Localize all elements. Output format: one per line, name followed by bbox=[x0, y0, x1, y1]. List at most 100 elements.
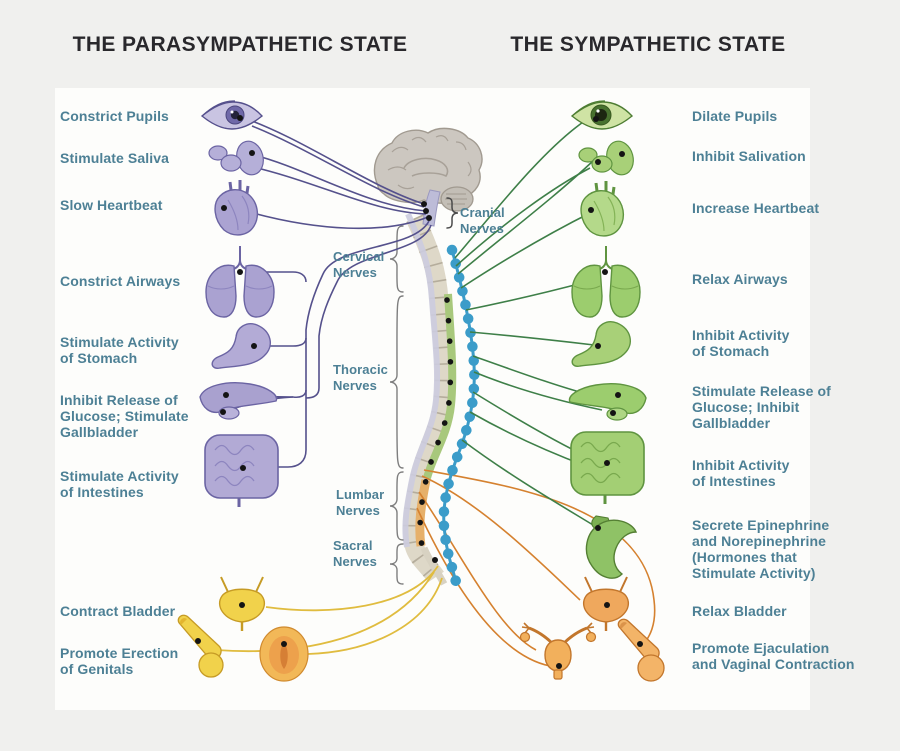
nerve-to-left-salivary bbox=[253, 154, 427, 212]
salivary-nerve-dot-2 bbox=[595, 159, 601, 165]
right-bladder-illustration bbox=[582, 576, 630, 631]
cerebellum-folds bbox=[445, 193, 467, 205]
right-heart-illustration bbox=[580, 181, 625, 237]
right-gallbladder bbox=[606, 407, 628, 421]
penis-nerve-dot bbox=[195, 638, 201, 644]
nerve-to-right-adrenal bbox=[461, 439, 599, 529]
uterus-nerve-dot bbox=[556, 663, 562, 669]
nerve-to-left-salivary-2 bbox=[239, 163, 427, 215]
label-dilate-pupils: Dilate Pupils bbox=[692, 108, 778, 124]
label-slow-heartbeat: Slow Heartbeat bbox=[60, 197, 163, 213]
nerve-to-right-stomach bbox=[469, 331, 595, 346]
sympathetic-chain-illustration bbox=[438, 244, 480, 588]
right-eye-illustration bbox=[570, 100, 634, 130]
nerve-to-left-vulva bbox=[307, 577, 443, 655]
label-thoracic-nerves: Thoracic Nerves bbox=[333, 362, 388, 393]
gallbladder-nerve-dot bbox=[220, 409, 226, 415]
vagus-branch-liver bbox=[229, 389, 307, 399]
nerve-to-left-heart bbox=[241, 209, 429, 230]
cranial-brace bbox=[446, 197, 459, 229]
right-salivary-glands-illustration bbox=[578, 140, 634, 176]
label-contract-bladder: Contract Bladder bbox=[60, 603, 176, 619]
bladder-nerve-dot bbox=[239, 602, 245, 608]
adrenal-nerve-dot bbox=[595, 525, 601, 531]
label-stimulate-intestines: Stimulate Activity of Intestines bbox=[60, 468, 179, 500]
heart-nerve-dot bbox=[588, 207, 594, 213]
corpus-callosum bbox=[403, 157, 449, 178]
vertebral-column bbox=[402, 213, 454, 583]
label-stimulate-saliva: Stimulate Saliva bbox=[60, 150, 169, 166]
nerve-to-left-bladder bbox=[265, 565, 439, 612]
label-stimulate-glucose: Stimulate Release of Glucose; Inhibit Ga… bbox=[692, 383, 831, 431]
right-adrenal-kidney-illustration bbox=[585, 515, 638, 579]
right-stomach-illustration bbox=[571, 321, 632, 367]
right-intestines-illustration bbox=[570, 431, 645, 504]
vulva-nerve-dot bbox=[281, 641, 287, 647]
left-intestines-illustration bbox=[204, 434, 279, 507]
salivary-nerve-dot bbox=[249, 150, 255, 156]
eye-nerve-dot bbox=[237, 115, 243, 121]
nerve-to-right-penis bbox=[423, 469, 656, 649]
lumbar-brace bbox=[389, 471, 404, 541]
liver-nerve-dot bbox=[615, 392, 621, 398]
heart-nerve-dot bbox=[221, 205, 227, 211]
nerve-to-right-liver-2 bbox=[473, 371, 603, 411]
eye-nerve-dot bbox=[593, 116, 599, 122]
label-relax-airways: Relax Airways bbox=[692, 271, 788, 287]
label-lumbar-nerves: Lumbar Nerves bbox=[336, 487, 385, 518]
nerve-to-right-bladder bbox=[421, 475, 581, 601]
parasympathetic-nerve-lines bbox=[227, 117, 432, 468]
nerve-to-right-cervix bbox=[416, 507, 551, 667]
label-constrict-pupils: Constrict Pupils bbox=[60, 108, 169, 124]
left-lungs-illustration bbox=[205, 246, 275, 318]
left-bladder-illustration bbox=[218, 576, 266, 631]
thoracic-green-band bbox=[423, 293, 457, 480]
label-secrete-epinephrine: Secrete Epinephrine and Norepinephrine (… bbox=[692, 517, 830, 581]
right-liver-illustration bbox=[568, 383, 647, 421]
salivary-nerve-dot bbox=[619, 151, 625, 157]
intestines-nerve-dot bbox=[240, 465, 246, 471]
gallbladder-nerve-dot bbox=[610, 410, 616, 416]
nerve-to-left-genitals bbox=[215, 571, 435, 653]
nerve-braces bbox=[389, 197, 459, 585]
left-heart-illustration bbox=[214, 180, 259, 236]
left-salivary-glands-illustration bbox=[208, 140, 264, 176]
bladder-nerve-dot bbox=[604, 602, 610, 608]
label-relax-bladder: Relax Bladder bbox=[692, 603, 787, 619]
vagus-branch-lungs bbox=[247, 271, 307, 283]
sympathetic-title: THE SYMPATHETIC STATE bbox=[510, 33, 786, 56]
left-stomach-illustration bbox=[211, 323, 272, 369]
stomach-nerve-dot bbox=[595, 343, 601, 349]
label-cranial-nerves: Cranial Nerves bbox=[460, 205, 505, 236]
nerve-to-right-eye bbox=[454, 119, 587, 259]
penis-nerve-dot bbox=[637, 641, 643, 647]
spinal-cord bbox=[402, 212, 441, 548]
thoracic-brace bbox=[389, 295, 404, 469]
lungs-nerve-dot bbox=[237, 269, 243, 275]
label-inhibit-intestines: Inhibit Activity of Intestines bbox=[692, 457, 790, 489]
right-penis-illustration bbox=[617, 618, 665, 682]
label-constrict-airways: Constrict Airways bbox=[60, 273, 181, 289]
intestines-nerve-dot bbox=[604, 460, 610, 466]
lungs-nerve-dot bbox=[602, 269, 608, 275]
sacral-nerve-lines bbox=[215, 565, 443, 655]
chain-beads bbox=[438, 244, 480, 588]
vagus-trunk-2 bbox=[305, 224, 432, 399]
vagus-trunk bbox=[249, 220, 430, 468]
parasympathetic-title: THE PARASYMPATHETIC STATE bbox=[72, 33, 408, 56]
label-cervical-nerves: Cervical Nerves bbox=[333, 249, 385, 280]
right-lungs-illustration bbox=[571, 246, 641, 318]
label-inhibit-stomach: Inhibit Activity of Stomach bbox=[692, 327, 790, 359]
liver-nerve-dot bbox=[223, 392, 229, 398]
nerve-to-left-eye-2 bbox=[251, 125, 425, 208]
left-penis-illustration bbox=[177, 614, 224, 678]
nerve-root-dots bbox=[417, 201, 454, 563]
nerve-to-right-lungs bbox=[465, 281, 587, 311]
label-inhibit-glucose: Inhibit Release of Glucose; Stimulate Ga… bbox=[60, 392, 189, 440]
lumbar-orange-band bbox=[415, 479, 431, 547]
left-liver-illustration bbox=[199, 382, 278, 420]
right-uterus-illustration bbox=[519, 622, 597, 680]
label-promote-erection: Promote Erection of Genitals bbox=[60, 645, 179, 677]
